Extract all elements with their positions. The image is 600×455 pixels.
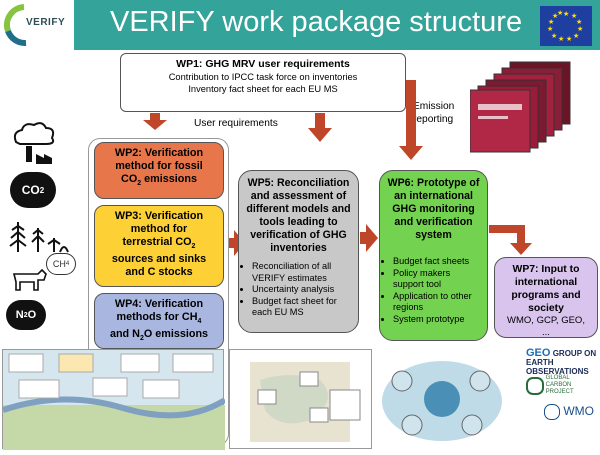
wp1-title: WP1: GHG MRV user requirements — [176, 58, 350, 70]
svg-text:★: ★ — [547, 25, 553, 33]
list-item: Reconciliation of all VERIFY estimates — [252, 261, 354, 284]
user-requirements-label: User requirements — [194, 118, 278, 129]
arrow-wp1-to-wp5 — [308, 113, 332, 142]
eu-flag-icon: ★★★ ★★★ ★★★ ★★★ — [540, 6, 592, 46]
wp1-line2: Inventory fact sheet for each EU MS — [188, 84, 338, 94]
wp7-sub: WMO, GCP, GEO, — [507, 315, 585, 326]
wp5-bullets: Reconciliation of all VERIFY estimates U… — [243, 261, 354, 319]
system-prototype-image — [372, 351, 520, 449]
title-bar — [0, 0, 600, 50]
geo-logo: GEO GROUP ON EARTH OBSERVATIONS — [526, 347, 597, 377]
wmo-icon — [544, 404, 560, 420]
verify-logo — [0, 0, 74, 50]
verify-logo-icon — [3, 4, 27, 46]
factory-cloud-icon — [13, 122, 55, 164]
emission-label: Emission — [413, 101, 455, 112]
list-item: Uncertainty analysis — [252, 284, 354, 296]
wp7-title: WP7: Input to international programs and… — [511, 264, 581, 314]
cow-icon — [12, 268, 47, 291]
svg-text:★: ★ — [577, 25, 583, 33]
svg-text:★: ★ — [558, 35, 564, 43]
svg-text:★: ★ — [548, 18, 554, 26]
page-title: VERIFY work package structure — [110, 6, 523, 38]
wp7-box: WP7: Input to international programs and… — [494, 257, 598, 338]
gcp-icon — [526, 376, 544, 395]
wp6-box: WP6: Prototype of an international GHG m… — [379, 170, 488, 341]
wp2-box: WP2: Verification method for fossil CO2 … — [94, 142, 224, 199]
logo-text: VERIFY — [26, 17, 66, 28]
svg-text:★: ★ — [557, 9, 563, 17]
wp4-box: WP4: Verification methods for CH4 and N2… — [94, 293, 224, 349]
list-item: System prototype — [393, 314, 483, 326]
list-item: Budget fact sheet for each EU MS — [252, 296, 354, 319]
wp5-box: WP5: Reconciliation and assessment of di… — [238, 170, 359, 333]
list-item: Budget fact sheets — [393, 256, 483, 268]
wp1-line1: Contribution to IPCC task force on inven… — [168, 72, 358, 82]
reporting-label: reporting — [413, 114, 454, 125]
report-stack-image — [470, 61, 571, 153]
wmo-logo: WMO — [544, 404, 594, 420]
observation-map-image — [2, 349, 227, 450]
wp6-bullets: Budget fact sheets Policy makers support… — [384, 256, 483, 325]
wp5-title: WP5: Reconciliation and assessment of di… — [246, 177, 351, 254]
svg-text:★: ★ — [576, 18, 582, 26]
svg-text:★: ★ — [552, 12, 558, 20]
wp3-box: WP3: Verification method for terrestrial… — [94, 205, 224, 287]
svg-text:★: ★ — [563, 10, 569, 18]
trees-icon — [9, 222, 69, 253]
arrow-wp1-to-wp2-4 — [143, 113, 167, 130]
svg-text:★: ★ — [566, 35, 572, 43]
list-item: Application to other regions — [393, 291, 483, 314]
arrow-wp5-to-wp6 — [360, 224, 378, 252]
svg-text:★: ★ — [571, 12, 577, 20]
arrow-wp6-to-wp7 — [489, 225, 532, 255]
gcp-logo: GLOBAL CARBON PROJECT — [526, 375, 574, 396]
wp7-dots: ... — [542, 327, 550, 338]
arrow-wp1-to-wp6 — [399, 80, 423, 160]
list-item: Policy makers support tool — [393, 268, 483, 291]
geo-icon: GEO — [526, 347, 551, 359]
emission-estimates-map-image — [229, 349, 372, 449]
wp6-title: WP6: Prototype of an international GHG m… — [387, 177, 480, 241]
arrow-wp2-4-to-wp5 — [229, 230, 245, 256]
svg-text:★: ★ — [551, 32, 557, 40]
wp1-box: WP1: GHG MRV user requirements Contribut… — [120, 53, 406, 112]
svg-text:★: ★ — [573, 32, 579, 40]
